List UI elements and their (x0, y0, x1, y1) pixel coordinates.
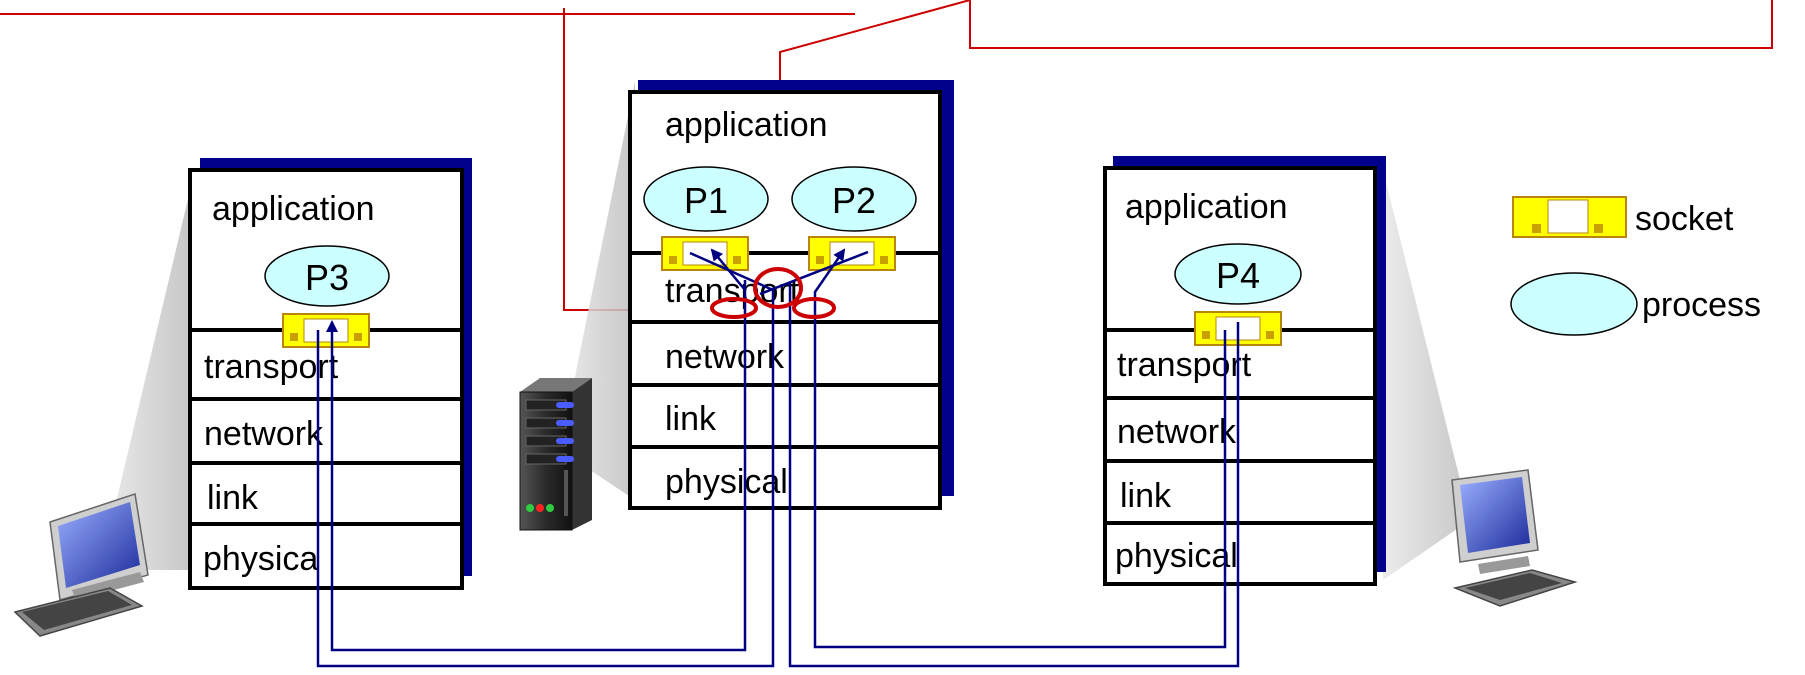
layer-transport: transport (204, 348, 339, 386)
flow-p2-link (759, 250, 869, 296)
right-host-beam (1383, 170, 1470, 580)
layer-link: link (665, 400, 717, 438)
legend-socket-icon (1512, 196, 1627, 238)
process-p3-label: P3 (305, 257, 349, 298)
desktop-computer-icon (13, 493, 149, 637)
stack-body (188, 168, 464, 590)
layer-application: application (665, 106, 828, 144)
desktop-computer-icon (1451, 469, 1578, 607)
flow-p3-up (326, 280, 747, 652)
layer-physical: physical (1115, 537, 1238, 575)
server-protocol-stack: application transport network link physi… (628, 80, 954, 510)
layer-link: link (207, 479, 259, 517)
demux-points (710, 267, 836, 319)
process-p1-label: P1 (684, 180, 728, 221)
flow-p4-up (813, 248, 1227, 649)
stack-body (628, 90, 942, 510)
layer-network: network (204, 415, 324, 453)
socket-p3 (282, 313, 370, 348)
left-host-beam (100, 182, 192, 570)
left-protocol-stack: application transport network link physi… (188, 158, 472, 590)
stack-body (1103, 166, 1377, 586)
layer-transport: transport (665, 272, 800, 310)
process-p4 (1174, 243, 1302, 305)
layer-network: network (665, 338, 785, 376)
process-p3 (264, 245, 390, 307)
layer-physical: physical (665, 463, 788, 501)
layer-application: application (212, 190, 375, 228)
flow-p2-down (788, 282, 1240, 668)
legend-process-icon (1510, 272, 1638, 336)
layer-physical: physica (203, 540, 318, 578)
flow-p1-up (710, 248, 746, 291)
segment-flows (316, 248, 1240, 668)
legend: socket process (1510, 196, 1761, 336)
process-p4-label: P4 (1216, 255, 1260, 296)
process-p2 (791, 166, 917, 232)
process-p1 (643, 166, 769, 232)
legend-process-label: process (1642, 286, 1761, 324)
layer-network: network (1117, 413, 1237, 451)
legend-socket-label: socket (1635, 200, 1734, 238)
socket-p2 (808, 236, 896, 271)
server-tower-icon (519, 378, 592, 531)
layer-transport: transport (1117, 346, 1252, 384)
socket-p1 (661, 236, 749, 271)
layer-application: application (1125, 188, 1288, 226)
process-p2-label: P2 (832, 180, 876, 221)
right-protocol-stack: application transport network link physi… (1103, 156, 1386, 586)
flow-p1-down (316, 251, 775, 668)
layer-link: link (1120, 477, 1172, 515)
